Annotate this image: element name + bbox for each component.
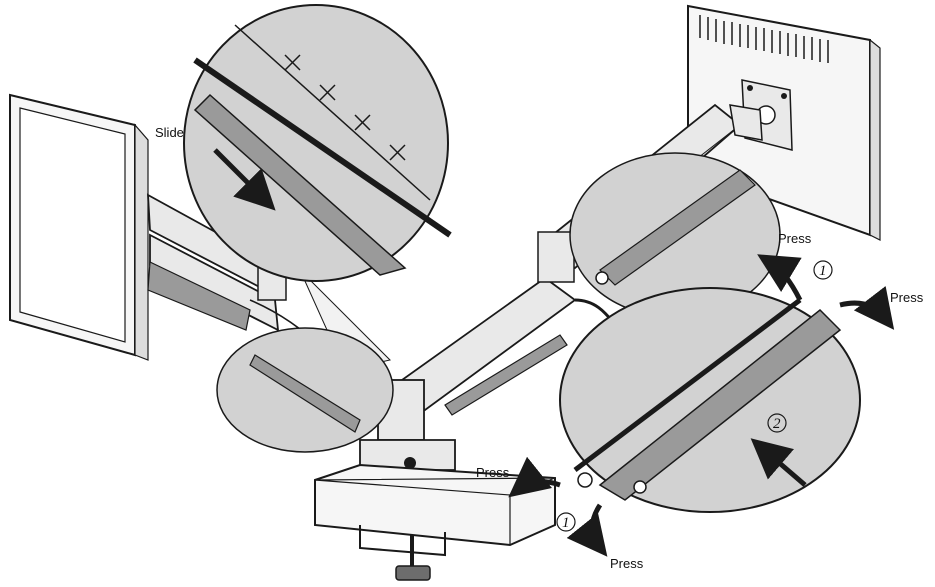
- press-arrow-top: [757, 254, 803, 302]
- zoom-lens-slide: [183, 4, 452, 371]
- left-monitor: [9, 93, 149, 361]
- step-number-one-top: 1: [819, 263, 827, 279]
- press-label-bottom: Press: [610, 556, 644, 571]
- right-lower-arm: [393, 231, 622, 416]
- zoom-lens-press: [559, 287, 861, 513]
- press-label-clamp: Press: [476, 465, 510, 480]
- press-label-top: Press: [778, 231, 812, 246]
- ventilation-slots: [699, 15, 829, 63]
- zoom-lens-left: [216, 327, 394, 453]
- press-label-right: Press: [890, 290, 924, 305]
- press-arrows: [508, 254, 895, 557]
- step-markers: [556, 260, 833, 532]
- step-number-one-bottom: 1: [562, 515, 570, 531]
- desk-clamp: [314, 463, 556, 581]
- slide-label: Slide: [155, 125, 184, 140]
- slide-arrow: [213, 148, 276, 211]
- press-arrow-right: [839, 285, 895, 330]
- press-arrow-clamp: [508, 456, 561, 498]
- push-arrow: [750, 438, 807, 487]
- zoom-lens-right-upper: [569, 152, 781, 318]
- press-arrow-bottom: [566, 503, 608, 557]
- step-number-two: 2: [773, 416, 781, 432]
